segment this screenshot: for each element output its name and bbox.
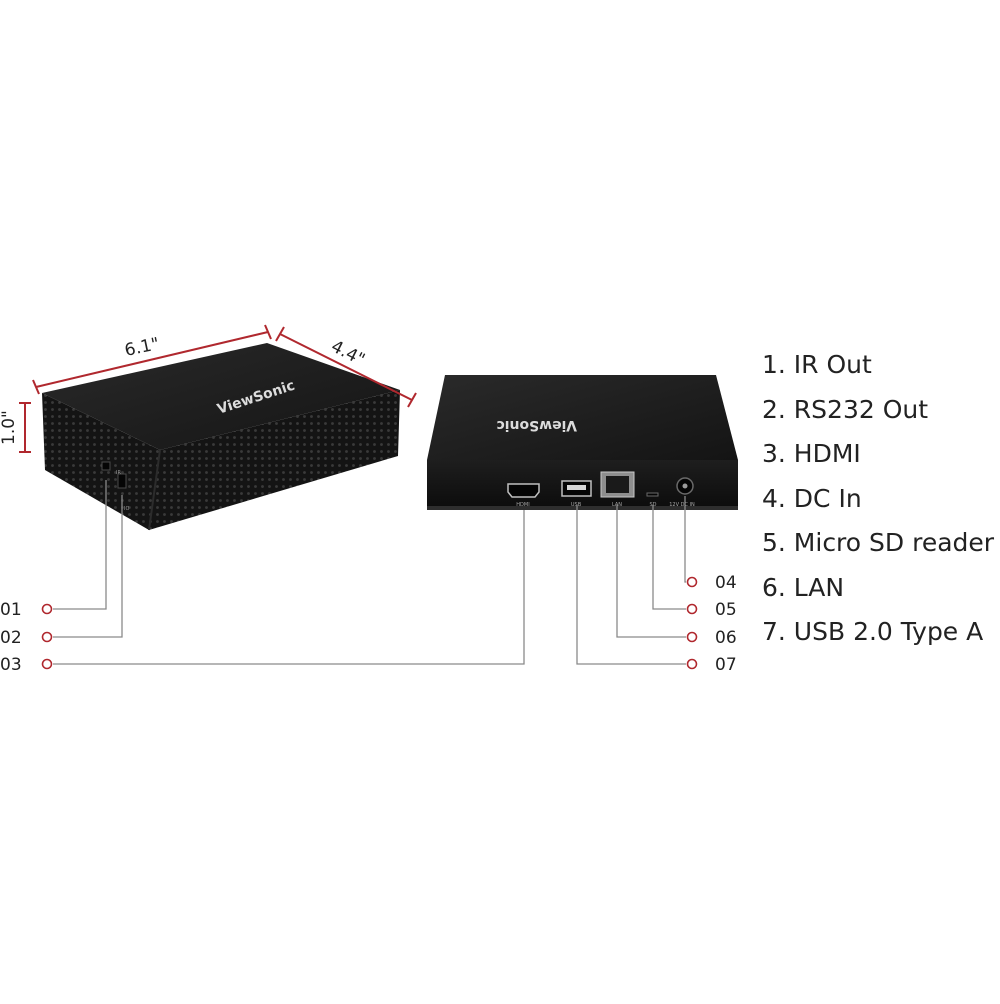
hdmi-port-label: HDMI [516, 502, 529, 508]
depth-tick-end [407, 392, 417, 408]
callout-markers [41, 576, 698, 670]
callout-marker-05 [686, 603, 698, 615]
callout-numbers: 01 02 03 04 05 06 07 [0, 573, 737, 675]
width-dimension-line [35, 331, 269, 388]
callout-marker-02 [41, 631, 53, 643]
callout-marker-01 [41, 603, 53, 615]
device-front-face [149, 390, 400, 530]
leader-line-07 [576, 505, 686, 665]
callout-number-06: 06 [715, 628, 737, 648]
legend-item-hdmi: 3. HDMI [762, 439, 861, 468]
leader-line-06 [616, 505, 686, 638]
port-legend: 1. IR Out 2. RS232 Out 3. HDMI 4. DC In … [762, 343, 994, 655]
rs232-port [117, 473, 127, 489]
dimension-markers: 6.1" 4.4" 1.0" [0, 324, 417, 453]
usb-port-label: USB [571, 502, 582, 508]
callout-number-04: 04 [715, 573, 737, 593]
legend-item-rs232-out: 2. RS232 Out [762, 394, 929, 424]
side-port-label-top: IR [116, 470, 121, 476]
callout-number-02: 02 [0, 628, 22, 648]
leader-line-01 [53, 480, 107, 610]
callout-number-07: 07 [715, 655, 737, 675]
depth-dimension-line [279, 333, 413, 401]
depth-tick-start [275, 326, 285, 342]
leader-lines [53, 480, 686, 665]
device-top-face [42, 343, 400, 450]
height-label: 1.0" [0, 410, 19, 445]
callout-marker-06 [686, 631, 698, 643]
ir-port [101, 461, 111, 471]
side-port-label-bottom: IO [124, 506, 129, 512]
leader-line-03 [53, 510, 525, 665]
dc-in-pin [682, 483, 688, 489]
sd-slot [646, 492, 659, 497]
callout-number-01: 01 [0, 600, 22, 620]
leader-line-04 [684, 496, 686, 583]
legend-item-micro-sd: 5. Micro SD reader [762, 528, 995, 557]
device-edge [148, 449, 161, 531]
leader-line-05 [652, 505, 686, 610]
rear-device-top-face [427, 375, 738, 460]
usb-port-tongue [567, 485, 586, 490]
lan-port-socket [606, 476, 629, 493]
legend-item-usb: 7. USB 2.0 Type A [762, 617, 984, 646]
rear-device-base-edge [427, 506, 738, 510]
callout-marker-03 [41, 658, 53, 670]
device-angled: ViewSonic IR IO [42, 343, 400, 531]
depth-label: 4.4" [328, 337, 368, 371]
legend-item-lan: 6. LAN [762, 572, 845, 602]
leader-line-02 [53, 495, 123, 638]
callout-marker-04 [686, 576, 698, 588]
hdmi-port [507, 483, 540, 498]
brand-logo-right: ViewSonic [496, 417, 577, 433]
legend-item-ir-out: 1. IR Out [762, 350, 872, 379]
callout-number-05: 05 [715, 600, 737, 620]
width-label: 6.1" [123, 334, 161, 361]
dc-port-label: 12V DC IN [669, 502, 695, 508]
width-tick-start [32, 379, 40, 395]
callout-marker-07 [686, 658, 698, 670]
callout-number-03: 03 [0, 655, 22, 675]
width-tick-end [264, 324, 272, 340]
legend-item-dc-in: 4. DC In [762, 483, 862, 513]
device-left-face [42, 393, 160, 530]
device-rear: ViewSonic HDMI USB LAN SD 12V DC IN [427, 375, 738, 510]
